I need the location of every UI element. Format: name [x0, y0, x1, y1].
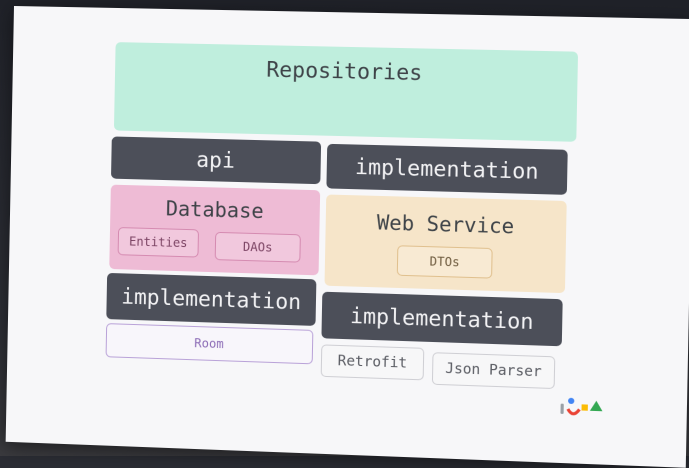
daos-chip: DAOs — [214, 231, 301, 263]
daos-label: DAOs — [242, 239, 273, 255]
database-implementation-box: implementation — [106, 272, 317, 326]
retrofit-label: Retrofit — [337, 353, 408, 372]
google-io-logo-icon — [560, 397, 603, 424]
room-chip: Room — [105, 323, 314, 365]
repositories-box: Repositories — [113, 42, 579, 142]
database-api-label: api — [196, 147, 236, 173]
web-service-api-box: implementation — [326, 143, 568, 195]
database-api-box: api — [110, 136, 322, 185]
room-label: Room — [194, 336, 224, 352]
repositories-label: Repositories — [266, 57, 423, 86]
entities-chip: Entities — [117, 227, 200, 258]
web-service-api-label: implementation — [354, 154, 539, 184]
database-box: Database Entities DAOs — [109, 184, 321, 276]
retrofit-chip: Retrofit — [320, 344, 425, 381]
dtos-chip: DTOs — [396, 245, 493, 279]
web-service-implementation-box: implementation — [321, 291, 563, 347]
web-service-label: Web Service — [376, 210, 515, 239]
json-parser-label: Json Parser — [445, 360, 542, 381]
database-implementation-label: implementation — [121, 284, 302, 315]
database-label: Database — [165, 196, 264, 224]
json-parser-chip: Json Parser — [431, 352, 556, 390]
dtos-label: DTOs — [429, 254, 460, 270]
entities-label: Entities — [128, 234, 188, 251]
web-service-box: Web Service DTOs — [324, 194, 567, 294]
presentation-slide: Repositories api implementation Database… — [5, 6, 689, 468]
web-service-implementation-label: implementation — [349, 303, 534, 335]
